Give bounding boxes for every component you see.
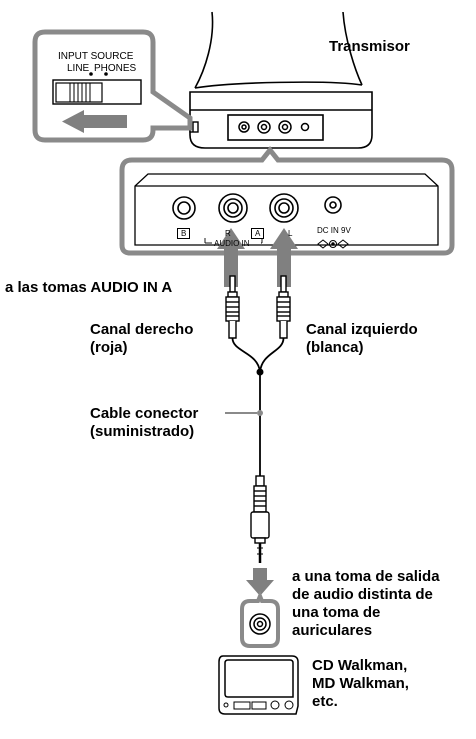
output-jack-callout [240, 590, 280, 648]
input-source-callout [32, 29, 193, 143]
right-channel-label: Canal derecho (roja) [90, 321, 193, 357]
jack-r-label: R [225, 229, 231, 238]
right-channel-line: (roja) [90, 339, 128, 356]
cable-leader-dot [257, 410, 263, 416]
connecting-cable [225, 275, 291, 563]
cable-line: (suministrado) [90, 423, 195, 440]
cable-label: Cable conector (suministrado) [90, 405, 198, 441]
audio-in-label: AUDIO IN [214, 239, 250, 248]
jack-panel-callout [119, 145, 455, 287]
cable-junction-dot [256, 368, 264, 376]
right-channel-line: Canal derecho [90, 321, 194, 338]
transmitter-jacks [238, 120, 310, 134]
jack-a-label: A [251, 228, 265, 239]
jack-b-label: B [177, 228, 191, 239]
cable-line: Cable conector [90, 405, 199, 422]
devices-label: CD Walkman, MD Walkman, etc. [312, 657, 409, 711]
dc-in-label: DC IN 9V [317, 226, 351, 235]
audio-output-line: a una toma de salida [292, 568, 440, 585]
portable-player [218, 655, 299, 715]
slide-left-arrow [62, 110, 127, 133]
left-channel-line: (blanca) [306, 339, 364, 356]
devices-line: etc. [312, 693, 338, 710]
audio-output-label: a una toma de salida de audio distinta d… [292, 568, 440, 640]
phones-label: PHONES [94, 63, 137, 74]
transmitter-unit [189, 11, 373, 149]
down-arrow [253, 568, 267, 582]
line-label: LINE [67, 63, 90, 74]
audio-in-a-label: a las tomas AUDIO IN A [5, 279, 173, 296]
audio-output-line: auriculares [292, 622, 373, 639]
transmitter-label: Transmisor [329, 38, 410, 55]
jack-l-label: L [288, 229, 293, 238]
input-source-label: INPUT SOURCE [58, 51, 134, 62]
audio-output-line: de audio distinta de [292, 586, 433, 603]
left-channel-line: Canal izquierdo [306, 321, 418, 338]
devices-line: CD Walkman, [312, 657, 408, 674]
audio-output-line: una toma de [292, 604, 381, 621]
devices-line: MD Walkman, [312, 675, 409, 692]
left-channel-label: Canal izquierdo (blanca) [306, 321, 418, 357]
